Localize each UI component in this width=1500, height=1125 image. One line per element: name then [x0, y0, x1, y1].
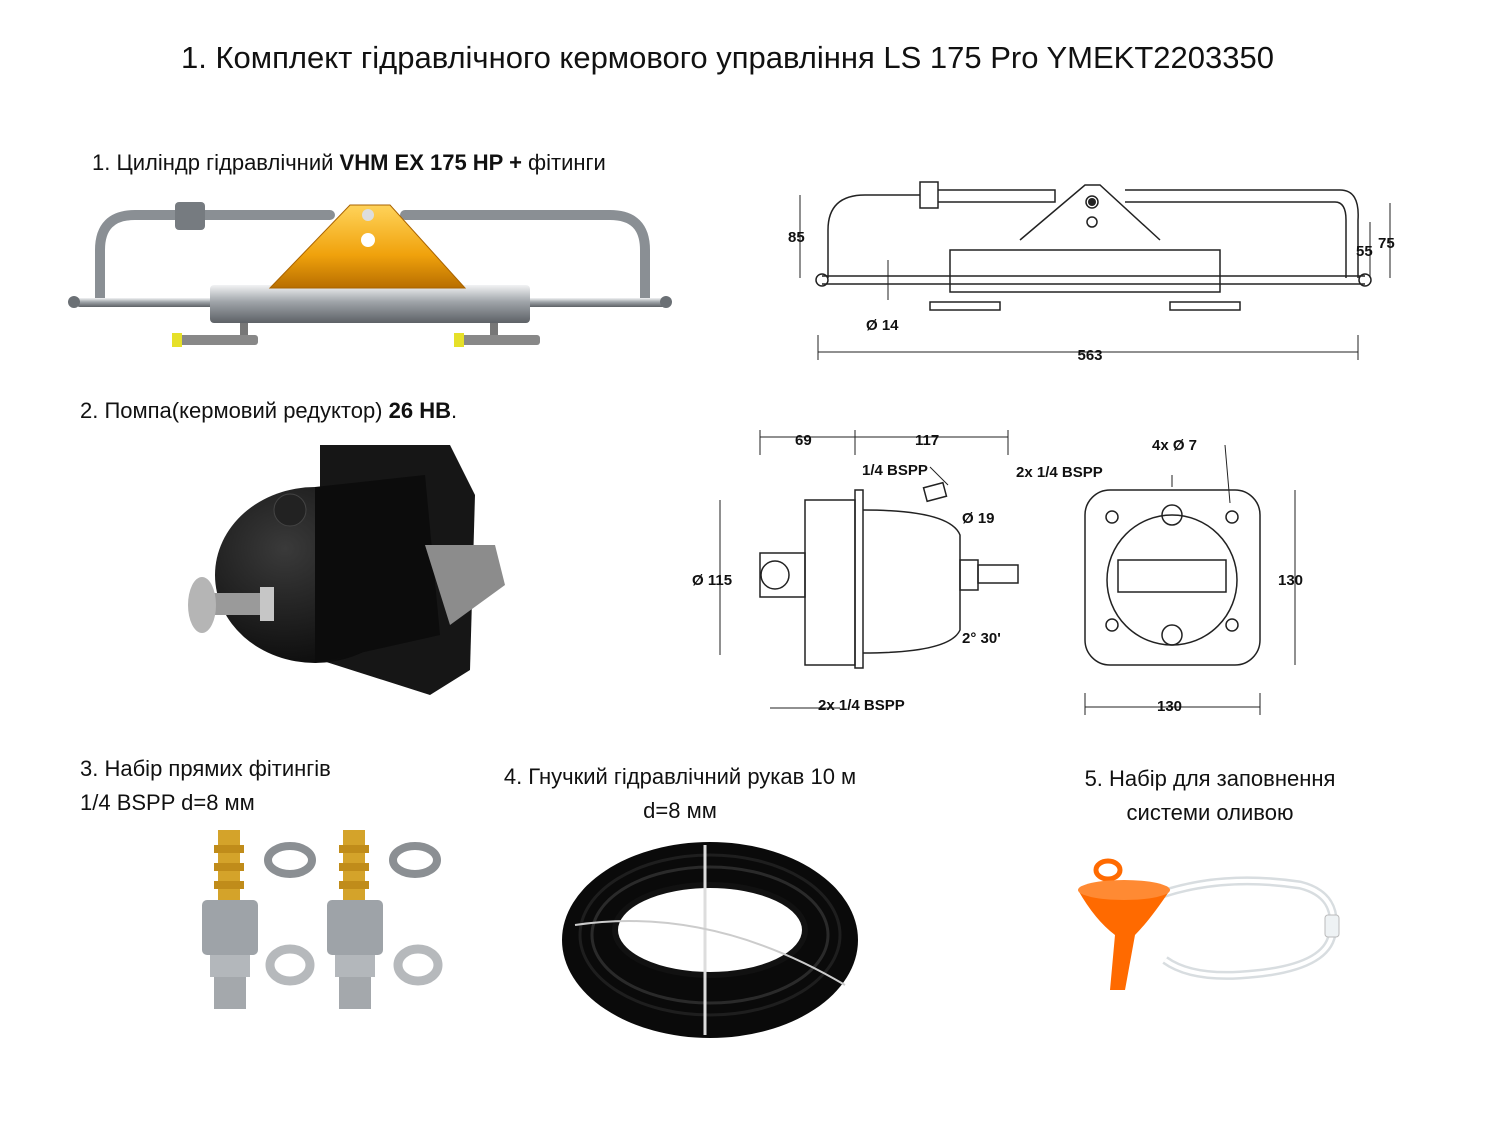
dim-height-total: 85	[788, 229, 805, 246]
dim-height-mid: 55	[1356, 243, 1373, 260]
item-1-label: 1. Циліндр гідравлічний VHM EX 175 HP + …	[92, 150, 606, 175]
dim-height-right: 75	[1378, 235, 1395, 252]
fittings-photo	[202, 830, 443, 1009]
cylinder-drawing: 563 85 55 75 Ø 14	[788, 181, 1395, 364]
dim-diameter: Ø 115	[692, 572, 732, 589]
pump-photo	[188, 445, 505, 695]
dim-holes: 4x Ø 7	[1152, 437, 1197, 454]
pump-drawing: 69 117 1/4 BSPP Ø 19 Ø 115 2° 30' 2x 1/4…	[692, 430, 1303, 715]
dim-depth-front: 69	[795, 432, 812, 449]
dim-ports-back: 2x 1/4 BSPP	[1016, 464, 1103, 481]
cylinder-photo	[68, 202, 672, 347]
dim-port-top: 1/4 BSPP	[862, 462, 928, 479]
dim-angle: 2° 30'	[962, 630, 1001, 647]
item-5-label: 5. Набір для заповнення системи оливою	[1084, 766, 1336, 825]
dim-length: 563	[1077, 347, 1102, 364]
dim-height: 130	[1278, 572, 1303, 589]
dim-width: 130	[1157, 698, 1182, 715]
item-2-label: 2. Помпа(кермовий редуктор) 26 HB.	[80, 398, 458, 423]
page-title: 1. Комплект гідравлічного кермового упра…	[181, 40, 1274, 75]
dim-shaft: Ø 19	[962, 510, 995, 527]
hose-photo	[562, 842, 858, 1038]
dim-rod-diameter: Ø 14	[866, 317, 899, 334]
item-4-label: 4. Гнучкий гідравлічний рукав 10 м d=8 м…	[503, 764, 857, 823]
item-3-label: 3. Набір прямих фітингів 1/4 BSPP d=8 мм	[80, 756, 331, 815]
funnel-photo	[1078, 858, 1340, 990]
dim-depth-body: 117	[915, 432, 939, 449]
dim-ports-bottom: 2x 1/4 BSPP	[818, 697, 905, 714]
